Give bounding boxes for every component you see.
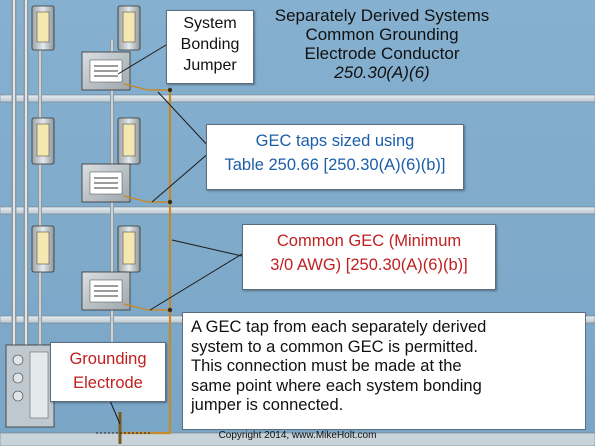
title-line: Electrode Conductor [304,44,460,63]
gec-taps-callout: GEC taps sized using Table 250.66 [250.3… [206,124,464,190]
title-line: Separately Derived Systems [274,6,490,25]
callout-line: Grounding [69,350,147,368]
callout-line: 3/0 AWG) [250.30(A)(6)(b)] [270,256,468,274]
copyright-notice: Copyright 2014, www.MikeHolt.com [218,430,377,441]
code-reference: 250.30(A)(6) [334,63,430,82]
common-gec-callout: Common GEC (Minimum 3/0 AWG) [250.30(A)(… [242,224,496,290]
floor-3-equipment [31,225,141,311]
explanation-note: A GEC tap from each separately derived s… [182,312,586,430]
note-line: jumper is connected. [191,396,344,414]
callout-line: System [183,15,237,32]
leader-lines [107,44,243,425]
callout-line: GEC taps sized using [255,132,415,150]
floor-2-equipment [31,117,141,203]
grounding-electrode-callout: Grounding Electrode [50,342,166,402]
note-line: A GEC tap from each separately derived [191,318,487,336]
grounding-electrode [96,412,150,444]
callout-line: Table 250.66 [250.30(A)(6)(b)] [224,156,446,174]
title-line: Common Grounding [305,25,459,44]
callout-line: Bonding [180,36,240,53]
callout-line: Jumper [183,57,237,74]
note-line: system to a common GEC is permitted. [191,337,479,356]
floor-1-equipment [31,5,141,91]
note-line: same point where each system bonding [191,376,482,395]
note-line: This connection must be made at the [191,357,462,375]
ground-slab [0,432,595,446]
callout-line: Electrode [73,374,143,392]
service-switchgear [5,344,55,428]
gec-taps [123,83,171,311]
tap-connection-points [167,87,173,313]
floor-slab [0,206,595,215]
callout-line: Common GEC (Minimum [276,232,462,250]
diagram-title: Separately Derived Systems Common Ground… [232,6,532,82]
system-bonding-jumper-callout: System Bonding Jumper [166,10,254,84]
floor-slab [0,94,595,103]
